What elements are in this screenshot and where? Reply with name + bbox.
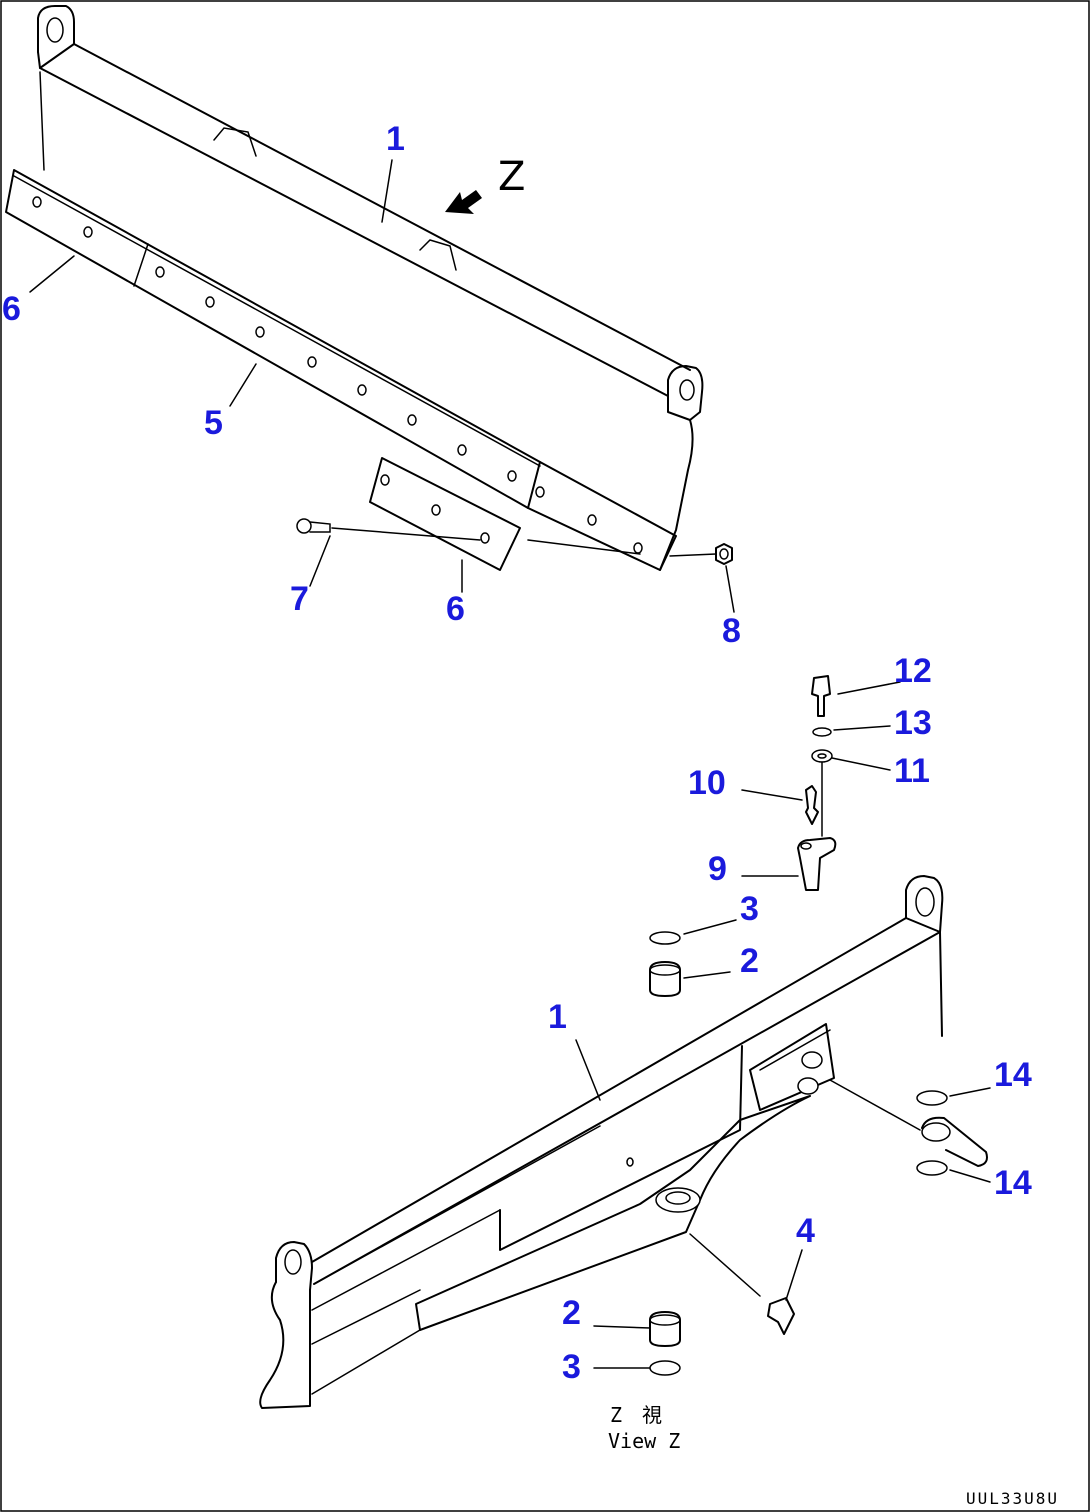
blade-top-bracket-1 — [213, 127, 257, 157]
cutting-edge-holes — [32, 196, 643, 554]
blade-top-bracket-2 — [419, 239, 457, 271]
callout-13: 13 — [894, 704, 932, 742]
rear-blade-left-curve — [259, 1281, 311, 1409]
washer-13 — [812, 727, 832, 737]
rear-blade-left-ear-hole — [284, 1249, 302, 1275]
grease-fitting-10 — [805, 785, 819, 825]
callout-14-top: 14 — [994, 1056, 1032, 1094]
callout-7: 7 — [290, 580, 309, 618]
ring-3-top — [649, 931, 681, 945]
callout-2-bottom: 2 — [562, 1294, 581, 1332]
end-bit-left-joint — [133, 243, 149, 287]
callout-leaders — [29, 159, 991, 1369]
blade-rear-view — [259, 875, 988, 1409]
blade-right-ear-hole — [679, 379, 695, 401]
drawing-code: UUL33U8U — [966, 1489, 1059, 1508]
callout-1-top: 1 — [386, 120, 405, 158]
view-arrow-label: Z — [498, 154, 525, 200]
callout-4: 4 — [796, 1212, 815, 1250]
callout-1-bottom: 1 — [548, 998, 567, 1036]
callout-11: 11 — [894, 752, 930, 790]
bushing-2-bottom — [649, 1311, 681, 1347]
callout-6-left: 6 — [2, 290, 21, 328]
callout-numbers: 1 6 5 7 6 8 12 13 11 10 9 3 2 1 14 14 4 … — [2, 120, 1032, 1386]
trunnion-bracket — [749, 1023, 835, 1111]
blade-right-ear — [667, 365, 704, 421]
end-bit-right — [527, 461, 677, 571]
blade-top-edge — [37, 51, 669, 397]
view-label-jp: Z 視 — [610, 1403, 662, 1427]
blade-left-side — [39, 71, 45, 171]
bolt-7-leader — [331, 527, 481, 541]
view-z-arrow-icon — [445, 190, 482, 214]
bolt-7 — [296, 518, 481, 541]
callout-5: 5 — [204, 404, 223, 442]
end-bit-plate — [369, 457, 521, 571]
bolt-12 — [811, 675, 831, 717]
nut-8 — [527, 539, 733, 565]
cutting-edge-5 — [5, 169, 541, 509]
bushing-2-top — [649, 961, 681, 997]
shim-14-bottom — [916, 1160, 948, 1176]
bolt-4 — [767, 1297, 795, 1335]
rear-blade-top — [311, 917, 941, 1285]
pin-stack — [649, 675, 837, 997]
shim-14-top — [916, 1090, 948, 1106]
rear-blade-right-ear — [905, 875, 944, 933]
callout-14-bottom: 14 — [994, 1164, 1032, 1202]
blade-top-rear-edge — [39, 43, 691, 371]
callout-3-bottom: 3 — [562, 1348, 581, 1386]
rear-blade-left-ear — [275, 1241, 313, 1291]
callout-12: 12 — [894, 652, 932, 690]
blade-right-curve — [659, 419, 694, 571]
blade-front-view: Z — [5, 5, 704, 571]
blade-left-ear — [37, 5, 75, 53]
shim-14-holder — [921, 1116, 988, 1167]
lower-arm — [415, 1095, 811, 1331]
view-label-en: View Z — [608, 1429, 680, 1453]
end-bit-6-loose — [296, 457, 733, 571]
rear-frame-panel — [499, 1045, 743, 1251]
pin-9 — [797, 837, 837, 891]
rear-blade-right-side — [939, 931, 943, 1037]
callout-6-mid: 6 — [446, 590, 465, 628]
callout-3-top: 3 — [740, 890, 759, 928]
callout-2-top: 2 — [740, 942, 759, 980]
callout-8: 8 — [722, 612, 741, 650]
blade-left-ear-hole — [46, 17, 64, 43]
callout-9: 9 — [708, 850, 727, 888]
callout-10: 10 — [688, 764, 726, 802]
rear-blade-right-ear-hole — [915, 887, 935, 917]
ring-3-bottom — [649, 1360, 681, 1376]
cutting-edge-bevel — [13, 175, 541, 467]
